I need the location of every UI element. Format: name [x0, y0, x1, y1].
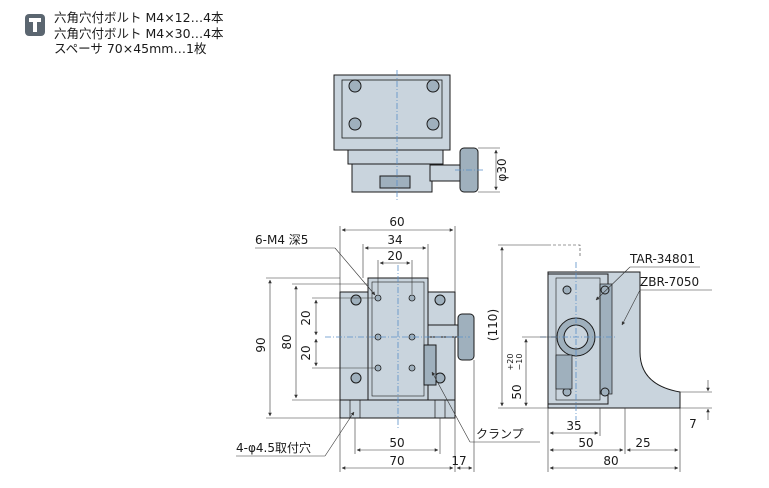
label-clamp: クランプ	[476, 427, 524, 441]
dim-width-34: 34	[387, 233, 402, 247]
parts-item: スペーサ 70×45mm…1枚	[54, 41, 207, 56]
dim-knob-diameter: φ30	[495, 158, 509, 181]
label-tapped-holes: 6-M4 深5	[255, 233, 308, 247]
screw-icon	[29, 18, 41, 32]
dim-width-60: 60	[389, 215, 404, 229]
dim-base-70: 70	[389, 454, 404, 468]
parts-item: 六角穴付ボルト M4×30…4本	[54, 25, 224, 41]
dim-pitch-20-upper: 20	[299, 310, 313, 325]
front-view: 60 34 20 6-M4 深5 90 80	[236, 215, 540, 472]
dim-side-50: 50	[578, 436, 593, 450]
dim-base-50: 50	[389, 436, 404, 450]
dim-width-20: 20	[387, 249, 402, 263]
label-bracket-model: ZBR-7050	[640, 275, 699, 289]
dim-height-80: 80	[280, 334, 294, 349]
label-mount-holes: 4-φ4.5取付穴	[236, 440, 311, 455]
dim-side-35: 35	[566, 419, 581, 433]
dim-tolerance-plus: +20	[506, 354, 515, 371]
parts-badge	[25, 14, 45, 36]
dim-thickness-7: 7	[689, 417, 697, 431]
dim-height-110: (110)	[486, 309, 500, 341]
dim-pitch-20-lower: 20	[299, 345, 313, 360]
dim-height-50: 50	[510, 384, 524, 399]
dim-offset-17: 17	[451, 454, 466, 468]
dim-tolerance-minus: −10	[515, 354, 524, 371]
label-stage-model: TAR-34801	[629, 252, 695, 266]
parts-list: 六角穴付ボルト M4×12…4本 六角穴付ボルト M4×30…4本 スペーサ 7…	[54, 10, 224, 57]
dim-side-25: 25	[635, 436, 650, 450]
side-view: TAR-34801 ZBR-7050 (110) 50 +20 −10 7	[486, 244, 712, 472]
dim-side-80: 80	[603, 454, 618, 468]
top-view: φ30	[333, 70, 509, 200]
parts-item: 六角穴付ボルト M4×12…4本	[54, 10, 224, 25]
dim-height-90: 90	[254, 337, 268, 352]
